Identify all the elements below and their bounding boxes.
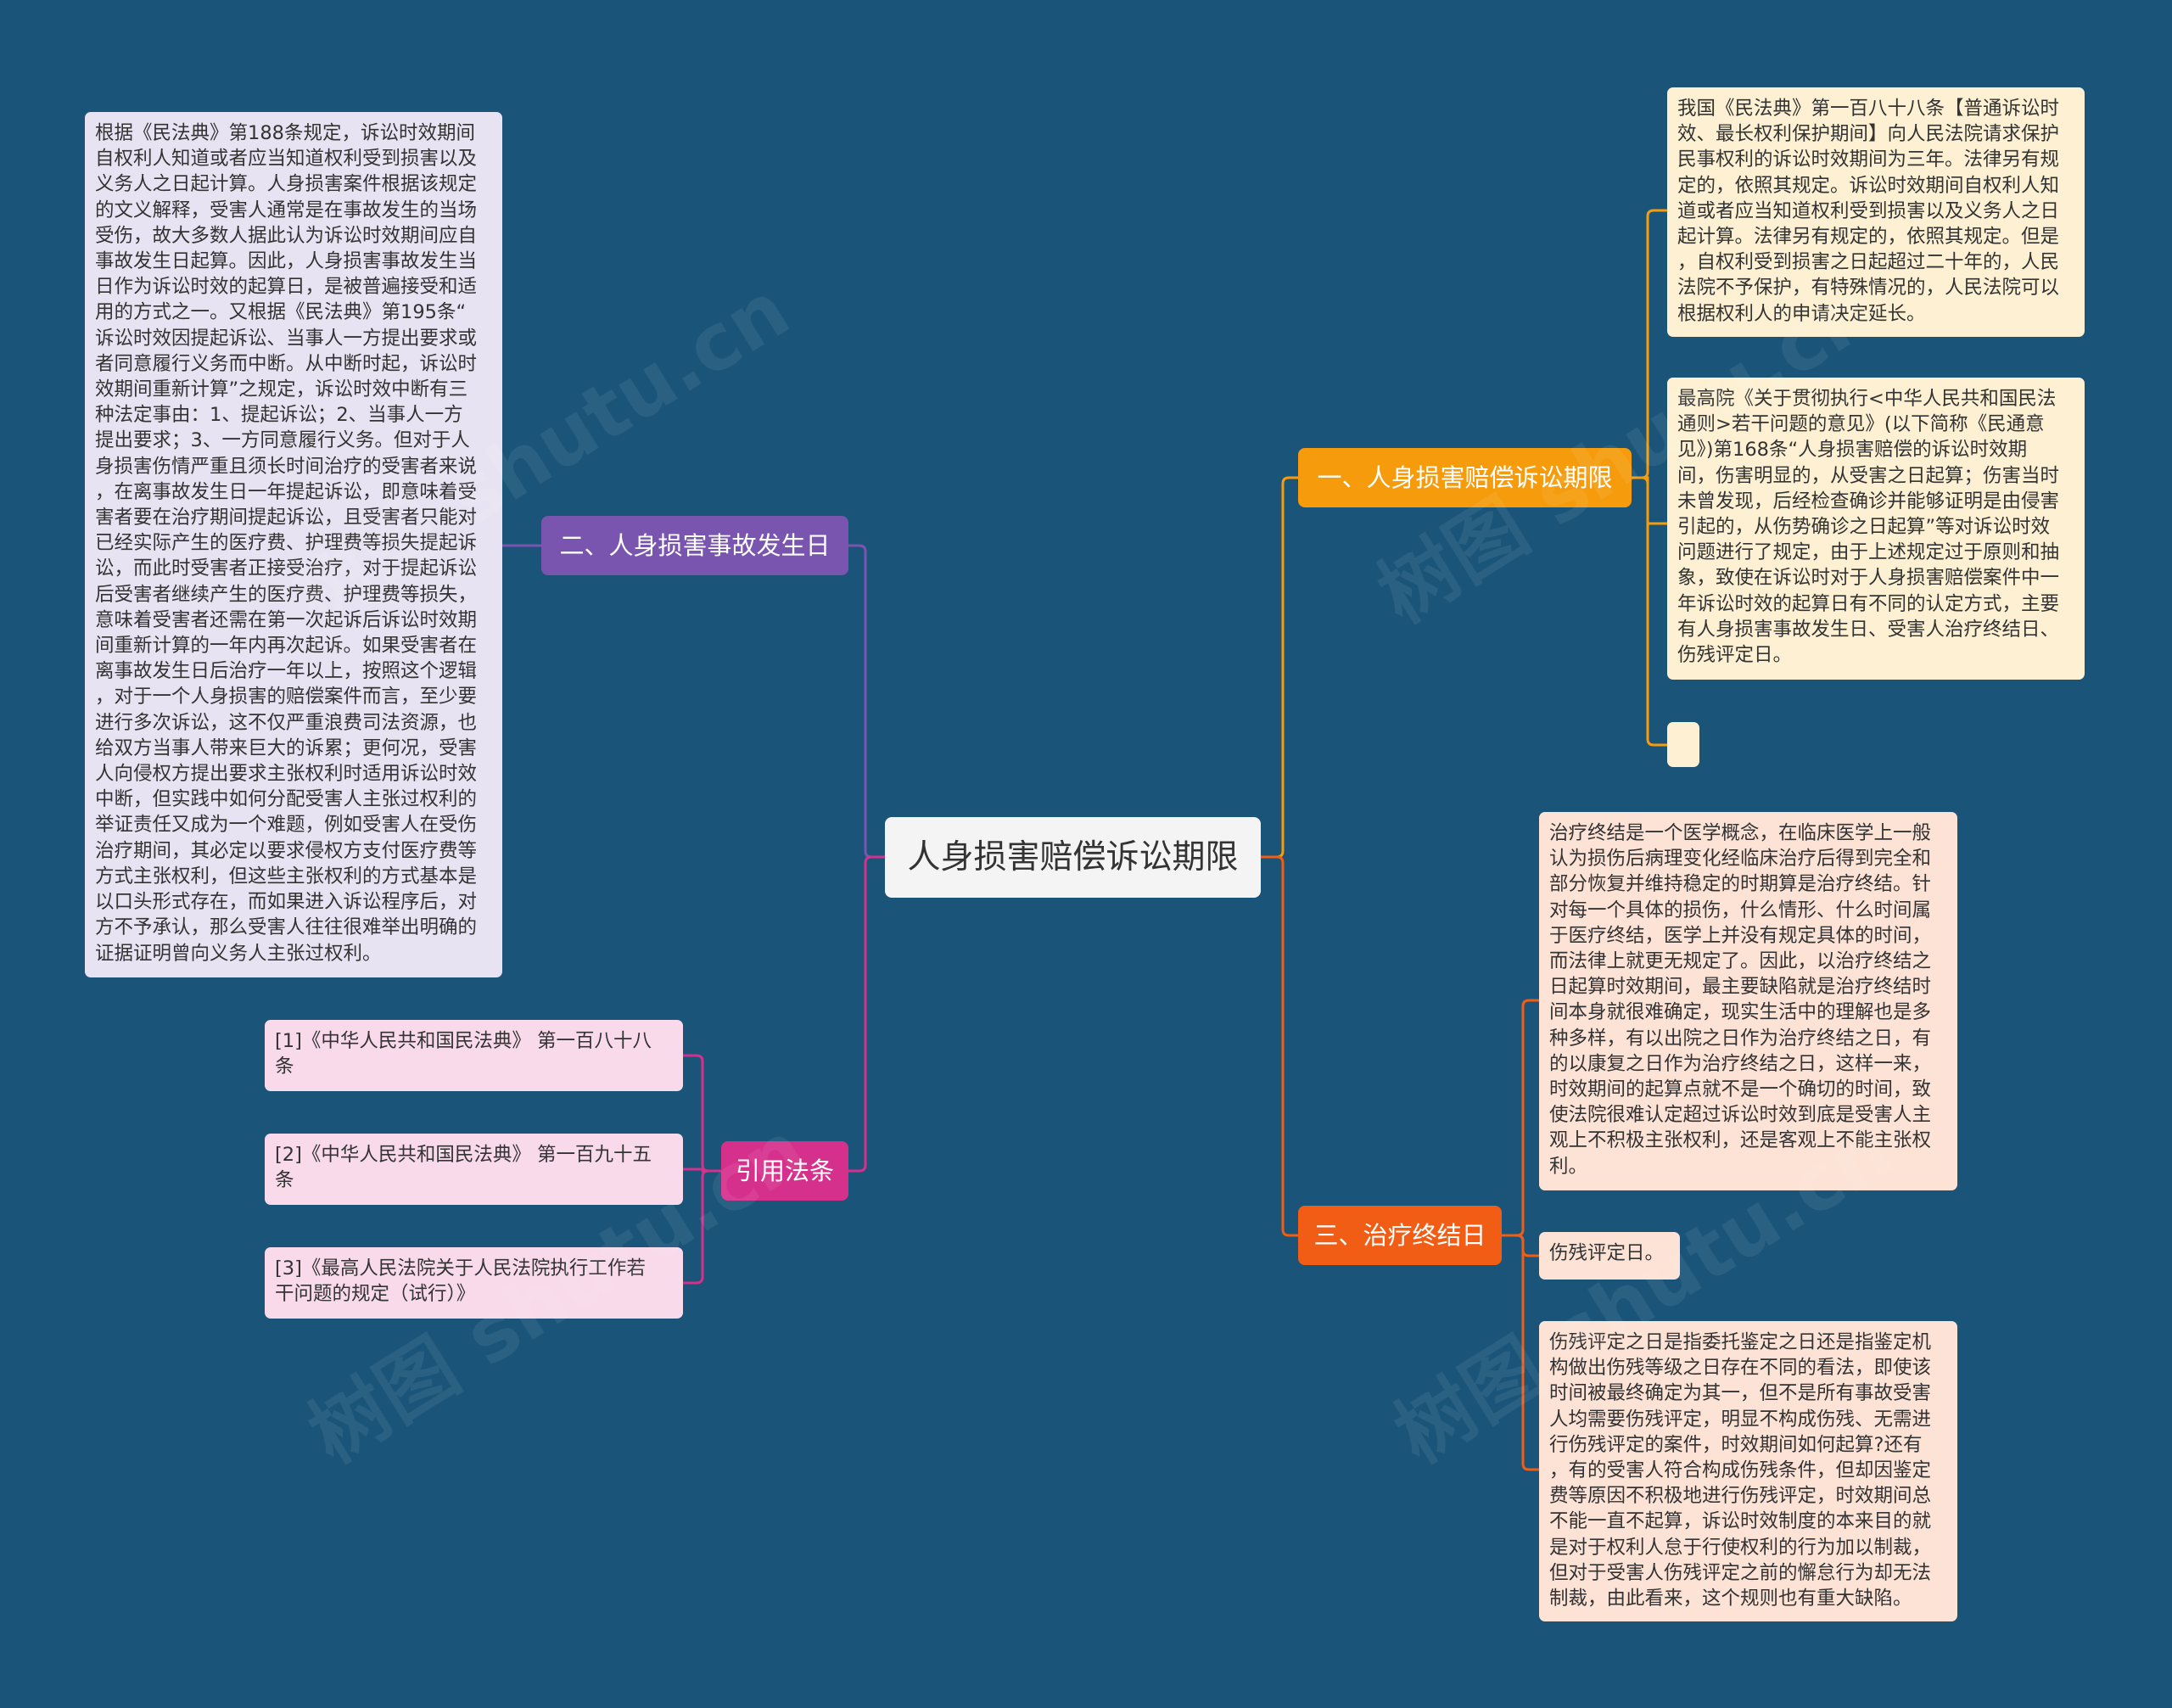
branch-accident-date[interactable]: 二、人身损害事故发生日 <box>541 516 848 575</box>
leaf-disability-date[interactable]: 伤残评定日。 <box>1539 1232 1680 1280</box>
leaf-disability-date-analysis[interactable]: 伤残评定之日是指委托鉴定之日还是指鉴定机 构做出伤残等级之日存在不同的看法，即使… <box>1539 1321 1957 1621</box>
leaf-citation-2[interactable]: [2]《中华人民共和国民法典》 第一百九十五 条 <box>265 1134 683 1205</box>
leaf-supreme-court-opinion[interactable]: 最高院《关于贯彻执行<中华人民共和国民法 通则>若干问题的意见》(以下简称《民通… <box>1667 378 2085 680</box>
branch-cited-laws[interactable]: 引用法条 <box>721 1141 848 1201</box>
leaf-treatment-end-analysis[interactable]: 治疗终结是一个医学概念，在临床医学上一般 认为损伤后病理变化经临床治疗后得到完全… <box>1539 812 1957 1190</box>
root-topic[interactable]: 人身损害赔偿诉讼期限 <box>885 817 1261 898</box>
branch-litigation-period[interactable]: 一、人身损害赔偿诉讼期限 <box>1298 448 1632 507</box>
leaf-empty[interactable] <box>1667 722 1699 767</box>
branch-treatment-end-date[interactable]: 三、治疗终结日 <box>1298 1206 1502 1265</box>
leaf-accident-date-analysis[interactable]: 根据《民法典》第188条规定，诉讼时效期间 自权利人知道或者应当知道权利受到损害… <box>85 112 502 977</box>
leaf-civil-code-art188[interactable]: 我国《民法典》第一百八十八条【普通诉讼时 效、最长权利保护期间】向人民法院请求保… <box>1667 87 2085 337</box>
leaf-citation-1[interactable]: [1]《中华人民共和国民法典》 第一百八十八 条 <box>265 1020 683 1091</box>
leaf-citation-3[interactable]: [3]《最高人民法院关于人民法院执行工作若 干问题的规定（试行）》 <box>265 1247 683 1319</box>
